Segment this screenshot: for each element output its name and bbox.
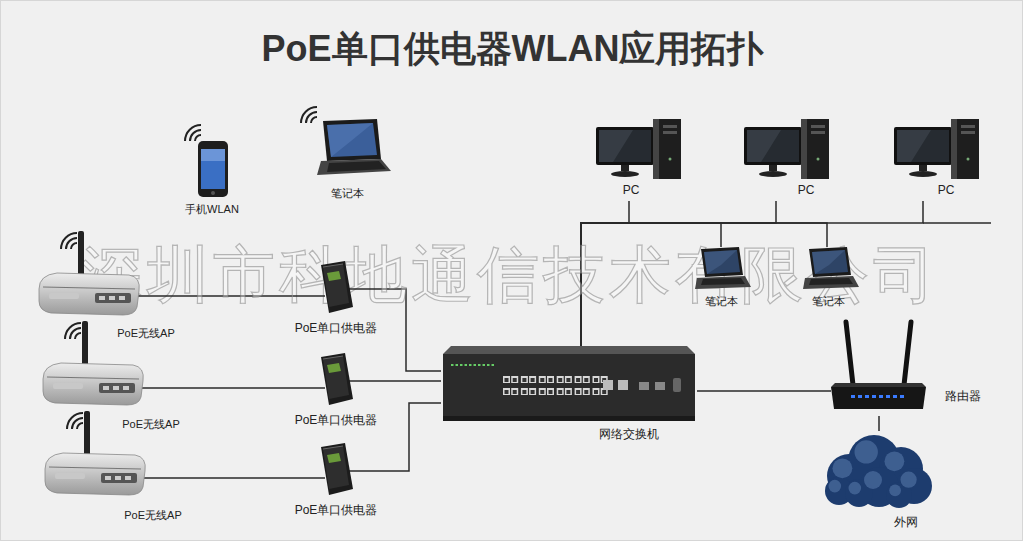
internet-cloud-icon bbox=[819, 431, 934, 509]
device-label: 笔记本 bbox=[705, 295, 738, 308]
device-node: PoE单口供电器 bbox=[293, 351, 379, 429]
laptop-icon bbox=[799, 247, 859, 293]
device-node: PC bbox=[741, 119, 833, 201]
device-node: 笔记本 bbox=[691, 247, 751, 311]
device-node: PoE无线AP bbox=[41, 317, 191, 435]
poe-injector-icon bbox=[293, 259, 379, 317]
network-cable bbox=[191, 387, 293, 389]
pc-icon bbox=[891, 119, 983, 181]
device-node: PoE无线AP bbox=[37, 227, 182, 345]
device-node: PoE无线AP bbox=[43, 407, 193, 525]
network-cable bbox=[697, 390, 831, 392]
device-label: PC bbox=[938, 183, 955, 197]
device-label: 笔记本 bbox=[812, 295, 845, 308]
device-label: PoE单口供电器 bbox=[295, 503, 378, 517]
device-label: PoE无线AP bbox=[124, 509, 181, 522]
device-label: 外网 bbox=[894, 515, 918, 529]
device-node: 路由器 bbox=[831, 319, 981, 416]
access-point-icon bbox=[43, 407, 193, 497]
bus-line-extension bbox=[923, 222, 991, 224]
access-point-icon bbox=[37, 227, 182, 317]
device-label: PoE单口供电器 bbox=[295, 321, 378, 335]
network-cable bbox=[379, 403, 441, 471]
poe-injector-icon bbox=[293, 441, 379, 499]
pc-icon bbox=[593, 119, 685, 181]
phone-icon bbox=[173, 119, 233, 199]
device-node: PC bbox=[593, 119, 685, 201]
laptop-icon bbox=[691, 247, 751, 293]
device-node: 笔记本 bbox=[291, 101, 391, 201]
device-node: 笔记本 bbox=[799, 247, 859, 311]
device-node: PoE单口供电器 bbox=[293, 441, 379, 519]
device-node: 网络交换机 bbox=[441, 346, 697, 444]
device-label: 手机WLAN bbox=[185, 203, 239, 216]
device-label: PoE无线AP bbox=[122, 418, 179, 431]
device-label: 笔记本 bbox=[331, 187, 364, 200]
network-cable bbox=[193, 477, 293, 479]
laptop-icon bbox=[291, 101, 391, 181]
poe-injector-icon bbox=[293, 351, 379, 409]
device-label: 网络交换机 bbox=[599, 427, 659, 441]
device-label: PoE无线AP bbox=[117, 327, 174, 340]
device-node: 手机WLAN bbox=[173, 119, 243, 219]
access-point-icon bbox=[41, 317, 191, 407]
diagram-title: PoE单口供电器WLAN应用拓扑 bbox=[1, 29, 1023, 69]
device-node: 外网 bbox=[819, 431, 934, 531]
device-label: 路由器 bbox=[945, 389, 981, 403]
network-cable bbox=[878, 416, 880, 431]
device-label: PC bbox=[798, 183, 815, 197]
device-node: PoE单口供电器 bbox=[293, 259, 379, 337]
device-label: PC bbox=[623, 183, 640, 197]
pc-icon bbox=[741, 119, 833, 181]
device-label: PoE单口供电器 bbox=[295, 413, 378, 427]
network-cable bbox=[379, 380, 441, 382]
router-icon bbox=[831, 319, 926, 414]
device-node: PC bbox=[891, 119, 983, 201]
switch-icon bbox=[441, 346, 697, 423]
